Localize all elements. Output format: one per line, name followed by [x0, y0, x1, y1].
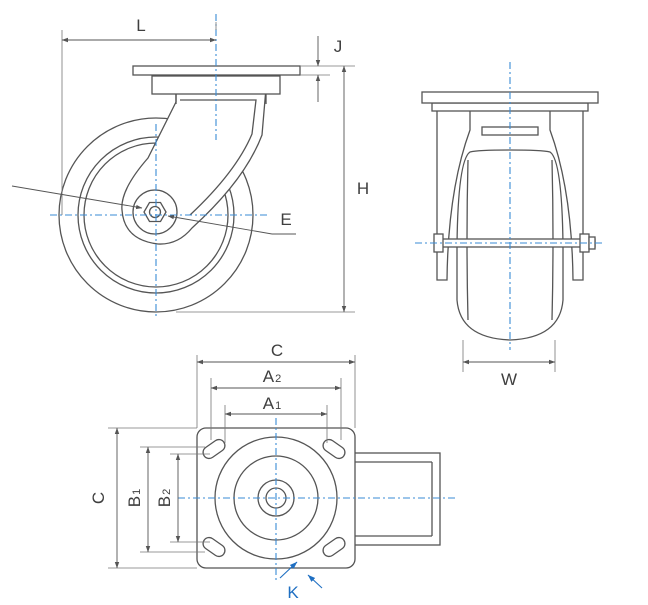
mounting-slot-bottom-left	[202, 536, 226, 558]
dim-C-side-label: C	[89, 492, 108, 504]
mounting-slot-bottom-right	[322, 536, 346, 558]
dim-L-label: L	[136, 16, 145, 35]
dim-K-label: K	[287, 583, 299, 602]
dim-C-top-label: C	[271, 341, 283, 360]
front-fork-right	[549, 107, 584, 281]
dim-A1-label: A1	[263, 394, 281, 413]
front-fork-left	[436, 107, 471, 281]
dim-H-label: H	[357, 179, 369, 198]
dim-B2-label: B2	[155, 489, 174, 507]
side-view: L J H E	[11, 14, 369, 318]
dim-E-arrow-left	[11, 185, 143, 210]
dim-E-label: E	[280, 210, 291, 229]
side-fork-inner	[180, 99, 257, 216]
dim-B1-label: B1	[125, 489, 144, 507]
top-view: C A2 A1 C B1 B2 K	[89, 341, 455, 602]
dim-E-arrow-right	[167, 214, 273, 235]
dim-K-arrow-2	[307, 574, 323, 589]
side-axle-nut	[143, 201, 167, 223]
dim-A2-label: A2	[263, 367, 281, 386]
mounting-slot-top-right	[322, 438, 346, 460]
dim-K-arrow-1	[279, 561, 298, 579]
dim-W-label: W	[501, 370, 517, 389]
front-view: W	[415, 62, 605, 389]
side-axle	[148, 205, 162, 219]
dim-J-label: J	[334, 37, 343, 56]
top-wheel-projection	[351, 452, 441, 546]
mounting-slot-top-left	[202, 438, 226, 460]
